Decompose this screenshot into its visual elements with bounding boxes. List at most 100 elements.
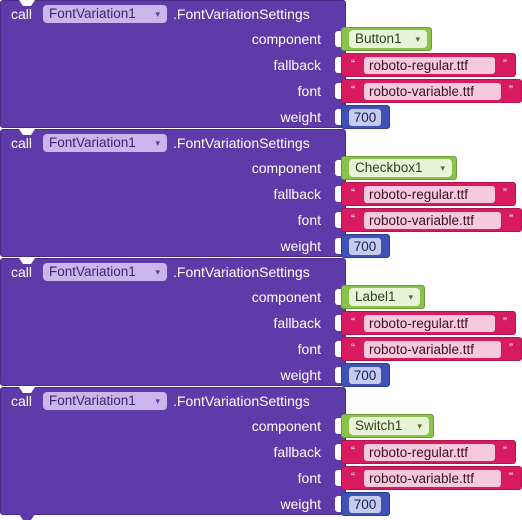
weight-param-label: weight	[280, 238, 321, 254]
font-param-label: font	[297, 341, 321, 357]
component-param-label: component	[251, 289, 321, 305]
call-label: call	[11, 393, 33, 409]
component-value: Label1	[355, 289, 396, 304]
close-quote-icon: ”	[503, 315, 507, 329]
component-value-dropdown[interactable]: Checkbox1 ▾	[349, 159, 452, 177]
component-block[interactable]: Switch1 ▾	[341, 414, 434, 438]
font-socket	[335, 470, 343, 486]
component-value-dropdown[interactable]: Label1 ▾	[349, 288, 420, 306]
component-block[interactable]: Button1 ▾	[341, 27, 432, 51]
font-socket	[335, 341, 343, 357]
component-value-dropdown[interactable]: Button1 ▾	[349, 30, 427, 48]
chevron-down-icon: ▾	[415, 34, 420, 44]
method-name: .FontVariationSettings	[173, 135, 310, 151]
open-quote-icon: “	[351, 57, 355, 71]
component-dropdown[interactable]: FontVariation1 ▾	[43, 392, 167, 410]
close-quote-icon: ”	[509, 341, 513, 355]
open-quote-icon: “	[351, 444, 355, 458]
method-name: .FontVariationSettings	[173, 6, 310, 22]
close-quote-icon: ”	[503, 57, 507, 71]
component-param-label: component	[251, 418, 321, 434]
call-label: call	[11, 135, 33, 151]
fallback-value-field[interactable]: roboto-regular.ttf	[364, 186, 495, 203]
font-text-block[interactable]: “ roboto-variable.ttf ”	[341, 79, 522, 103]
component-value-dropdown[interactable]: Switch1 ▾	[349, 417, 429, 435]
font-text-block[interactable]: “ roboto-variable.ttf ”	[341, 337, 522, 361]
call-font-variation-block[interactable]: call FontVariation1 ▾ .FontVariationSett…	[0, 387, 522, 520]
weight-number-block[interactable]: 700	[341, 492, 390, 516]
weight-value-field[interactable]: 700	[349, 496, 381, 513]
font-text-block[interactable]: “ roboto-variable.ttf ”	[341, 466, 522, 490]
fallback-value-field[interactable]: roboto-regular.ttf	[364, 315, 495, 332]
fallback-text-block[interactable]: “ roboto-regular.ttf ”	[341, 440, 516, 464]
component-dropdown-value: FontVariation1	[49, 135, 136, 150]
font-param-label: font	[297, 212, 321, 228]
call-font-variation-block[interactable]: call FontVariation1 ▾ .FontVariationSett…	[0, 258, 522, 387]
weight-value-field[interactable]: 700	[349, 367, 381, 384]
fallback-param-label: fallback	[273, 57, 321, 73]
weight-socket	[335, 496, 343, 512]
weight-number-block[interactable]: 700	[341, 363, 390, 387]
open-quote-icon: “	[351, 315, 355, 329]
method-name: .FontVariationSettings	[173, 264, 310, 280]
open-quote-icon: “	[351, 341, 355, 355]
fallback-value-field[interactable]: roboto-regular.ttf	[364, 444, 495, 461]
font-value-field[interactable]: roboto-variable.ttf	[364, 341, 501, 358]
component-param-label: component	[251, 160, 321, 176]
font-value-field[interactable]: roboto-variable.ttf	[364, 212, 501, 229]
fallback-text-block[interactable]: “ roboto-regular.ttf ”	[341, 182, 516, 206]
component-block[interactable]: Checkbox1 ▾	[341, 156, 457, 180]
weight-number-block[interactable]: 700	[341, 105, 390, 129]
chevron-down-icon: ▾	[440, 163, 445, 173]
block-top-notch	[19, 387, 35, 393]
weight-socket	[335, 238, 343, 254]
component-value: Checkbox1	[355, 160, 423, 175]
call-font-variation-block[interactable]: call FontVariation1 ▾ .FontVariationSett…	[0, 0, 522, 129]
component-socket	[335, 289, 343, 305]
component-socket	[335, 160, 343, 176]
fallback-value-field[interactable]: roboto-regular.ttf	[364, 57, 495, 74]
font-value-field[interactable]: roboto-variable.ttf	[364, 470, 501, 487]
font-text-block[interactable]: “ roboto-variable.ttf ”	[341, 208, 522, 232]
component-value: Switch1	[355, 418, 403, 433]
open-quote-icon: “	[351, 470, 355, 484]
chevron-down-icon: ▾	[408, 292, 413, 302]
component-socket	[335, 31, 343, 47]
weight-socket	[335, 367, 343, 383]
block-top-notch	[19, 129, 35, 135]
close-quote-icon: ”	[503, 186, 507, 200]
weight-value-field[interactable]: 700	[349, 109, 381, 126]
weight-param-label: weight	[280, 496, 321, 512]
component-value: Button1	[355, 31, 402, 46]
weight-socket	[335, 109, 343, 125]
open-quote-icon: “	[351, 83, 355, 97]
chevron-down-icon: ▾	[155, 9, 160, 19]
component-block[interactable]: Label1 ▾	[341, 285, 425, 309]
weight-number-block[interactable]: 700	[341, 234, 390, 258]
open-quote-icon: “	[351, 186, 355, 200]
font-socket	[335, 212, 343, 228]
call-font-variation-block[interactable]: call FontVariation1 ▾ .FontVariationSett…	[0, 129, 522, 258]
close-quote-icon: ”	[509, 212, 513, 226]
component-dropdown[interactable]: FontVariation1 ▾	[43, 263, 167, 281]
component-dropdown[interactable]: FontVariation1 ▾	[43, 134, 167, 152]
fallback-param-label: fallback	[273, 315, 321, 331]
component-dropdown-value: FontVariation1	[49, 393, 136, 408]
chevron-down-icon: ▾	[155, 267, 160, 277]
font-value-field[interactable]: roboto-variable.ttf	[364, 83, 501, 100]
close-quote-icon: ”	[503, 444, 507, 458]
fallback-text-block[interactable]: “ roboto-regular.ttf ”	[341, 311, 516, 335]
font-param-label: font	[297, 470, 321, 486]
weight-param-label: weight	[280, 367, 321, 383]
block-bottom-tab	[19, 514, 35, 520]
font-param-label: font	[297, 83, 321, 99]
fallback-text-block[interactable]: “ roboto-regular.ttf ”	[341, 53, 516, 77]
chevron-down-icon: ▾	[155, 138, 160, 148]
component-dropdown[interactable]: FontVariation1 ▾	[43, 5, 167, 23]
call-label: call	[11, 6, 33, 22]
close-quote-icon: ”	[509, 83, 513, 97]
fallback-socket	[335, 57, 343, 73]
fallback-param-label: fallback	[273, 186, 321, 202]
weight-value-field[interactable]: 700	[349, 238, 381, 255]
